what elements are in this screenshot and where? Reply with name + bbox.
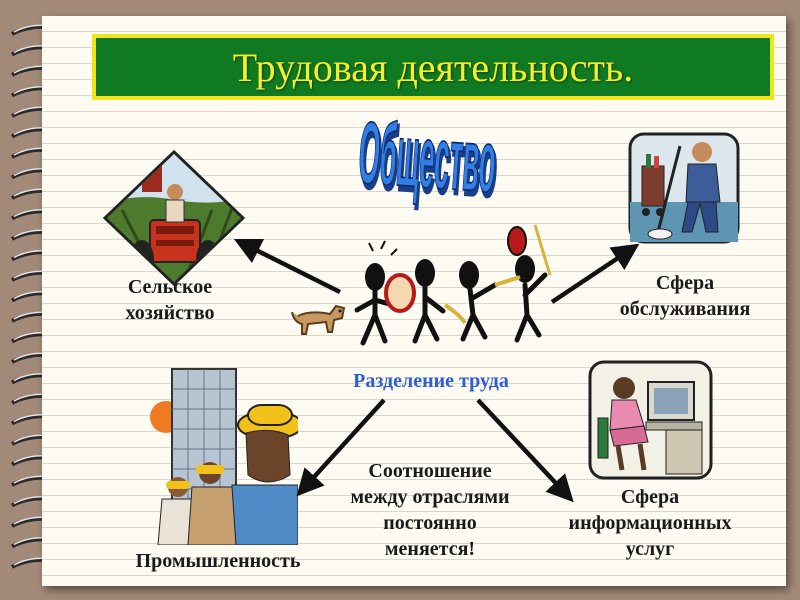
label-ratio-note-line-3: постоянно [383, 512, 477, 534]
farmer-on-tractor-icon [102, 149, 246, 287]
label-ratio-note-line-2: между отраслями [350, 486, 510, 508]
label-division-of-labor: Разделение труда [353, 370, 509, 392]
label-services-line-1: Сфера [655, 272, 715, 294]
marching-band-icon [354, 224, 552, 346]
label-ratio-note-line-4: меняется! [384, 538, 476, 560]
wordart-society: Общество Общество [355, 102, 502, 216]
dog-icon [291, 304, 346, 335]
arrow-to-agriculture [233, 238, 342, 295]
label-ratio-note-line-1: Соотношение [368, 460, 492, 482]
label-services: Сфера обслуживания [585, 270, 785, 322]
label-agriculture-line-1: Сельское [127, 276, 213, 298]
label-information-line-2: информационных [568, 512, 732, 534]
label-ratio-note: Соотношение между отраслями постоянно ме… [320, 458, 540, 562]
cleaner-icon [628, 132, 740, 244]
label-information: Сфера информационных услуг [536, 484, 764, 562]
arrow-to-information [476, 398, 574, 503]
arrow-to-services [550, 243, 640, 304]
label-agriculture: Сельское хозяйство [100, 274, 240, 326]
wordart-text-shadow: Общество [357, 107, 501, 215]
title-banner: Трудовая деятельность. [92, 34, 774, 100]
slide-title: Трудовая деятельность. [232, 44, 634, 90]
wordart-text: Общество [356, 103, 500, 211]
label-information-line-1: Сфера [620, 486, 680, 508]
label-services-line-2: обслуживания [619, 298, 751, 320]
label-industry: Промышленность [135, 550, 301, 572]
construction-workers-icon [150, 368, 298, 545]
office-worker-computer-icon [588, 360, 713, 480]
arrow-to-industry [296, 398, 386, 497]
label-information-line-3: услуг [625, 538, 675, 560]
label-agriculture-line-2: хозяйство [125, 302, 215, 324]
